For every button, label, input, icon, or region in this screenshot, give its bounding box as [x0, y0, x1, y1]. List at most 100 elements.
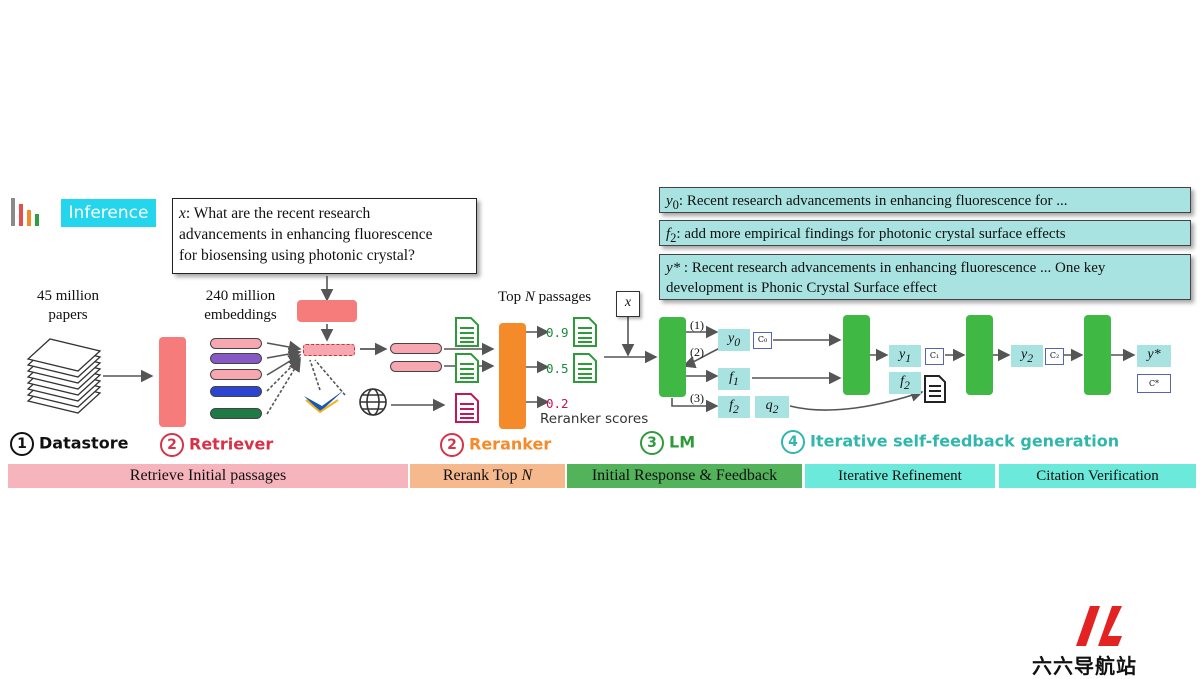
lm-step-num: 3 [640, 431, 664, 455]
embedding-pill-1 [210, 338, 262, 349]
doc-icon-green-2 [455, 353, 479, 383]
ranked-doc-icon-1 [573, 317, 597, 347]
top-n-pre: Top [498, 289, 525, 305]
retriever-count: 240 million embeddings [188, 287, 293, 325]
retriever-block [159, 337, 186, 427]
datastore-step-label: Datastore [39, 433, 129, 453]
retrieved-pill-1 [390, 343, 442, 354]
y0-sub: 0 [734, 335, 741, 349]
retriever-step-label: Retriever [189, 434, 274, 454]
path-3-label: (3) [690, 391, 704, 405]
f1-sub: 1 [733, 374, 739, 388]
f1-var: f [729, 370, 734, 385]
doc-icon-red [455, 393, 479, 423]
ystar-output-box: y* : Recent research advancements in enh… [659, 254, 1191, 300]
lm-block-4 [1084, 315, 1111, 395]
embedding-pill-2 [210, 353, 262, 364]
top-n-post: passages [534, 289, 592, 305]
embedding-pill-5 [210, 408, 262, 419]
c2-node: C₂ [1045, 348, 1064, 365]
cstar-node: C* [1137, 374, 1171, 393]
y0-output-sub: 0 [672, 198, 679, 212]
reranker-scores-label: Reranker scores [540, 411, 649, 427]
doc-icon-green-1 [455, 317, 479, 347]
ystar-output-var: y* [666, 260, 681, 276]
watermark-text: 六六导航站 [1032, 654, 1137, 678]
ystar-output-line-2: development is Phonic Crystal Surface ef… [666, 280, 937, 296]
q2-node: q2 [755, 396, 789, 418]
q2-sub: 2 [772, 402, 779, 416]
score-2: 0.5 [546, 361, 569, 376]
lm-block-1 [659, 317, 686, 397]
watermark-logo-icon [1076, 606, 1122, 646]
y0-var: y [727, 331, 735, 346]
stage-citation-verification: Citation Verification [999, 464, 1196, 488]
top-n-var: N [524, 289, 535, 305]
iter-step-label: Iterative self-feedback generation [810, 431, 1120, 451]
query-embedding [303, 344, 355, 356]
path-1-label: (1) [690, 318, 704, 332]
ranked-doc-icon-2 [573, 353, 597, 383]
y0-output-var: y [666, 193, 673, 209]
lm-block-2 [843, 315, 870, 395]
retriever-unit-text: embeddings [204, 307, 277, 323]
bar-logo-icon [11, 198, 39, 226]
question-line-2: advancements in enhancing fluorescence [179, 226, 433, 243]
question-box: x: What are the recent research advancem… [172, 198, 477, 274]
f2b-sub: 2 [904, 378, 910, 392]
score-1: 0.9 [546, 325, 569, 340]
question-line-3: for biosensing using photonic crystal? [179, 247, 415, 264]
stage-rerank-n: N [521, 467, 533, 484]
retrieved-pill-2 [390, 361, 442, 372]
reranker-step-label: Reranker [469, 434, 552, 454]
retrieved-doc-icon [924, 375, 946, 403]
question-line-1: : What are the recent research [185, 205, 371, 222]
reranker-block [499, 323, 526, 429]
top-n-label: Top N passages [498, 289, 591, 306]
paper-stack-icon [26, 338, 102, 414]
ystar-node: y* [1137, 345, 1171, 367]
f2-sub: 2 [733, 402, 739, 416]
inference-badge: Inference [61, 199, 156, 227]
lm-block-3 [966, 315, 993, 395]
y1-var: y [898, 347, 906, 362]
datastore-count-text: 45 million [36, 288, 100, 304]
stage-initial-response: Initial Response & Feedback [567, 464, 802, 488]
datastore-count: 45 million papers [25, 287, 111, 325]
f2b-node: f2 [889, 372, 921, 394]
stage-iterative-refinement: Iterative Refinement [805, 464, 995, 488]
retriever-step-num: 2 [160, 433, 184, 457]
f2-output-sub: 2 [670, 231, 677, 245]
y0-node: y0 [718, 329, 750, 351]
iter-step-num: 4 [781, 430, 805, 454]
embedding-pill-4 [210, 386, 262, 397]
semantic-scholar-icon [304, 390, 344, 414]
f1-node: f1 [718, 368, 750, 390]
f2-output-text: : add more empirical findings for photon… [676, 226, 1066, 242]
y0-output-text: : Recent research advancements in enhanc… [678, 193, 1068, 209]
f2b-var: f [900, 374, 905, 389]
datastore-unit-text: papers [48, 307, 88, 323]
stage-rerank: Rerank Top N [410, 464, 565, 488]
y2-node: y2 [1011, 345, 1043, 367]
q2-var: q [765, 398, 773, 413]
y0-output-box: y0: Recent research advancements in enha… [659, 187, 1191, 213]
embedding-pill-3 [210, 369, 262, 380]
stage-rerank-pre: Rerank Top [442, 467, 522, 484]
datastore-step-num: 1 [10, 432, 34, 456]
reranker-step-num: 2 [440, 433, 464, 457]
stage-retrieve: Retrieve Initial passages [8, 464, 408, 488]
y1-sub: 1 [905, 351, 912, 365]
y2-sub: 2 [1027, 351, 1034, 365]
f2-output-box: f2: add more empirical findings for phot… [659, 220, 1191, 246]
globe-icon [359, 388, 387, 416]
f2-node: f2 [718, 396, 750, 418]
y2-var: y [1020, 347, 1028, 362]
path-2-label: (2) [690, 345, 704, 359]
c1-node: C₁ [925, 348, 944, 365]
y1-node: y1 [889, 345, 921, 367]
